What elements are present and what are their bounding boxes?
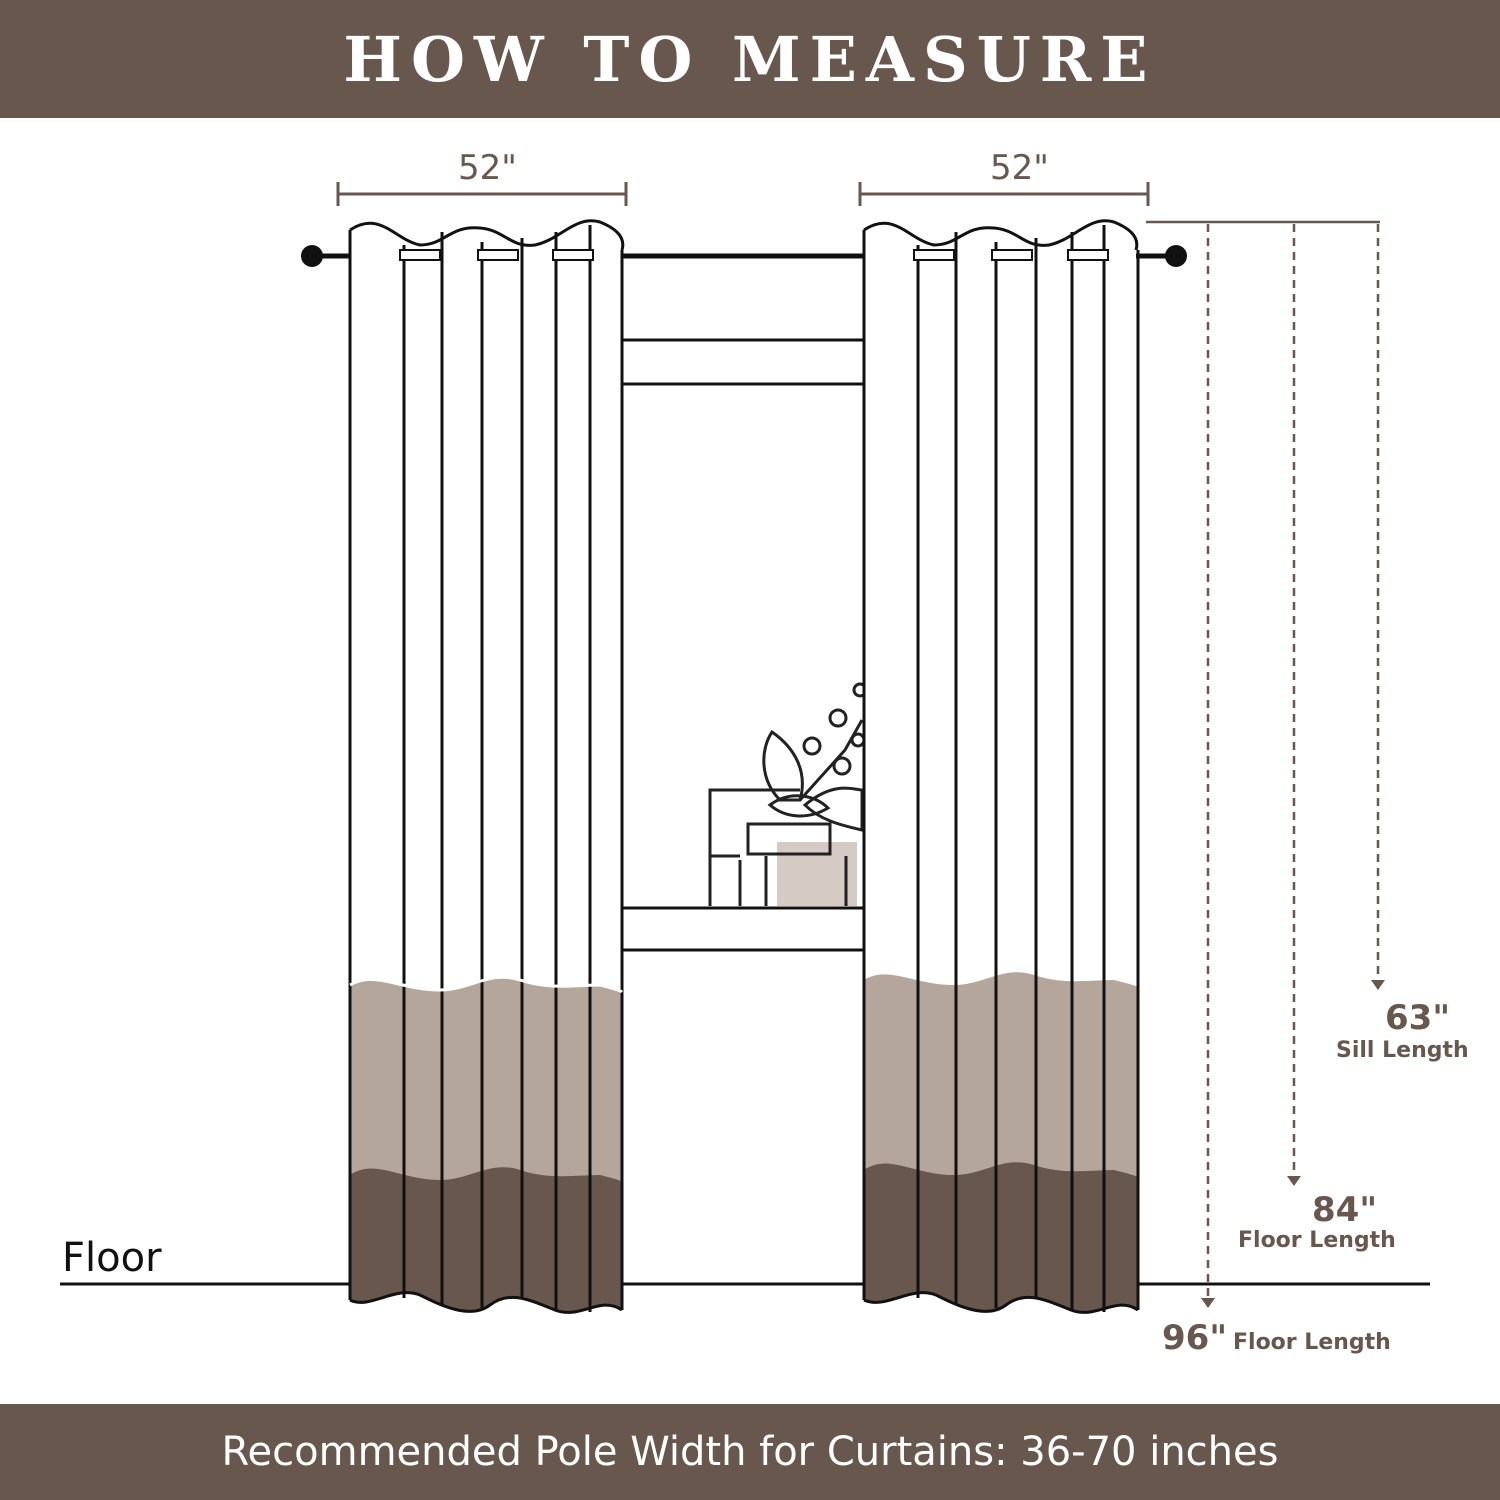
header-title: HOW TO MEASURE [343, 22, 1157, 96]
length-dimension-lines [1146, 220, 1380, 1300]
width-label-right: 52" [990, 148, 1049, 188]
rod-finial-icon [1165, 245, 1187, 267]
floor-length-84-value: 84" [1312, 1190, 1378, 1230]
width-label-left: 52" [458, 148, 517, 188]
plant-pot-icon [708, 682, 868, 906]
floor-length-96-label: Floor Length [1233, 1330, 1391, 1355]
window-frame [620, 338, 866, 952]
floor-length-84-label: Floor Length [1238, 1228, 1396, 1253]
footer-banner: Recommended Pole Width for Curtains: 36-… [0, 1404, 1500, 1500]
sill-length-label: Sill Length [1336, 1038, 1469, 1063]
header-banner: HOW TO MEASURE [0, 0, 1500, 118]
floor-label: Floor [62, 1235, 162, 1281]
width-dimension-right [858, 182, 1150, 206]
footer-text: Recommended Pole Width for Curtains: 36-… [221, 1429, 1279, 1475]
curtain-panel-right [862, 219, 1140, 1314]
rod-finial-icon [301, 245, 323, 267]
curtain-panel-left [348, 219, 625, 1314]
sill-length-value: 63" [1385, 998, 1451, 1038]
width-dimension-left [336, 182, 628, 206]
floor-length-96-value: 96" [1162, 1318, 1228, 1358]
length-arrowheads [1201, 980, 1385, 1308]
